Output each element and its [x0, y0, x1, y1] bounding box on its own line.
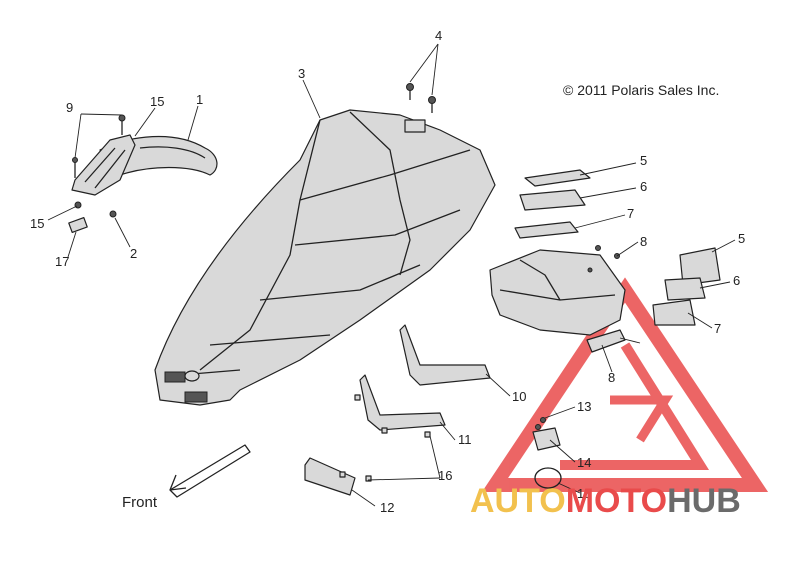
callout-10: 10: [512, 389, 526, 404]
part-12-grille: [304, 457, 356, 496]
watermark-logo: [481, 277, 769, 492]
air-box-assembly: [489, 245, 626, 336]
callout-14: 14: [577, 455, 591, 470]
part-3-hood: [154, 109, 496, 406]
callout-9: 9: [66, 100, 73, 115]
watermark-hub: HUB: [667, 482, 741, 520]
part-15-bracket: [71, 114, 136, 218]
callout-18: 18: [577, 486, 591, 501]
copyright-text: © 2011 Polaris Sales Inc.: [563, 82, 719, 98]
part-11-grille: [359, 374, 446, 431]
callout-7-upper: 7: [627, 206, 634, 221]
watermark-text: AUTOMOTOHUB: [470, 482, 741, 520]
callout-15-left: 15: [30, 216, 44, 231]
callout-2: 2: [130, 246, 137, 261]
watermark-auto: AUTO: [470, 482, 566, 520]
callout-1: 1: [196, 92, 203, 107]
part-4-screws: [406, 83, 436, 113]
part-13-14-18: [532, 417, 562, 489]
callout-16: 16: [438, 468, 452, 483]
callout-12: 12: [380, 500, 394, 515]
callout-8-upper: 8: [640, 234, 647, 249]
callout-11: 11: [458, 432, 472, 447]
callout-17: 17: [55, 254, 69, 269]
part-5-6-7-filters-right: [652, 247, 721, 326]
part-8-pad: [586, 329, 626, 353]
leader-lines: [47, 43, 736, 507]
callout-15-top: 15: [150, 94, 164, 109]
part-10-grille: [399, 324, 491, 386]
callout-8-lower: 8: [608, 370, 615, 385]
callout-7-right: 7: [714, 321, 721, 336]
part-16-clips: [339, 394, 431, 482]
front-label: Front: [122, 494, 158, 511]
callout-5-right: 5: [738, 231, 745, 246]
watermark-moto: MOTO: [566, 482, 667, 520]
part-17-pad: [68, 216, 88, 234]
callout-6-upper: 6: [640, 179, 647, 194]
callout-4: 4: [435, 28, 442, 43]
callout-labels: 1 2 3 4 5 5 6 6 7 7 8 8 9 10 11 12 13 14…: [30, 28, 745, 515]
callout-13: 13: [577, 399, 591, 414]
callout-6-right: 6: [733, 273, 740, 288]
front-direction-arrow: [169, 444, 251, 498]
callout-3: 3: [298, 66, 305, 81]
part-5-6-7-filters-upper: [514, 169, 591, 239]
callout-5-upper: 5: [640, 153, 647, 168]
